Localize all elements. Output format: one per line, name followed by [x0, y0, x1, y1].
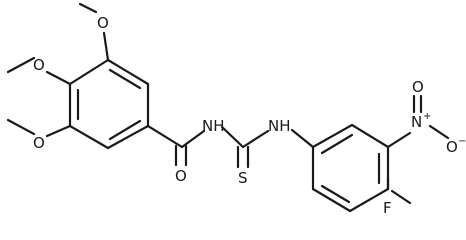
nitro-positive-charge: +: [423, 111, 431, 122]
nitro-negative-charge: −: [458, 136, 466, 147]
acyl-thiourea-linker: [146, 124, 315, 169]
trimethoxyphenyl-ring: [68, 58, 150, 150]
fluorine: F: [383, 199, 392, 213]
nitro-and-fluoro-bonds: [386, 94, 450, 205]
oxygen-methoxy-bottom: O: [33, 134, 45, 152]
oxygen-methoxy-para: O: [33, 56, 45, 74]
nitrogen-amide-nh: NH: [202, 117, 225, 135]
sulfur-thione: S: [238, 169, 248, 187]
oxygen-methoxy-top: O: [97, 14, 109, 32]
nitrogen-nitro: N: [411, 113, 422, 131]
oxygen-nitro-right: O: [446, 138, 458, 156]
oxygen-carbonyl: O: [175, 167, 187, 185]
oxygen-nitro-top: O: [412, 78, 424, 96]
fluoronitrophenyl-ring: [311, 123, 390, 213]
methoxy-groups: [6, 2, 110, 138]
nitrogen-aryl-nh: NH: [268, 117, 291, 135]
chemical-structure-diagram: O O O O NH NH S N + O O − F: [6, 2, 466, 213]
